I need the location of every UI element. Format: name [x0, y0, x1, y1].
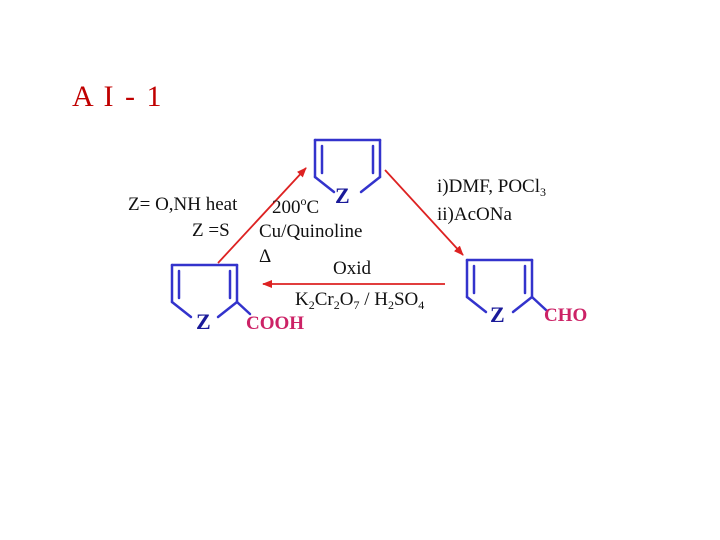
ring-atom-right: Z: [490, 302, 505, 327]
oxidation-reagent: K2Cr2O7 / H2SO4: [295, 289, 425, 312]
decarboxylation-catalyst: Cu/Quinoline: [259, 221, 363, 242]
decarboxylation-condition-s: Z =S: [192, 220, 230, 241]
ring-right: [465, 258, 548, 314]
formylation-step-2: ii)AcONa: [437, 204, 512, 225]
decarboxylation-condition-o-nh: Z= O,NH heat: [128, 194, 238, 215]
group-cho: CHO: [544, 305, 588, 326]
formylation-step-1: i)DMF, POCl3: [437, 176, 547, 199]
page-title: A I - 1: [72, 80, 164, 113]
arrow-decarboxylation: [217, 167, 307, 264]
heat-symbol: Δ: [259, 246, 272, 267]
oxidation-label: Oxid: [333, 258, 371, 279]
decarboxylation-temperature: 200oC: [272, 194, 320, 218]
arrow-formylation: [384, 169, 464, 256]
ring-left: [170, 263, 252, 319]
ring-atom-top: Z: [335, 183, 350, 208]
ring-atom-left: Z: [196, 309, 211, 334]
ring-top: [313, 138, 382, 194]
group-cooh: COOH: [246, 313, 305, 334]
